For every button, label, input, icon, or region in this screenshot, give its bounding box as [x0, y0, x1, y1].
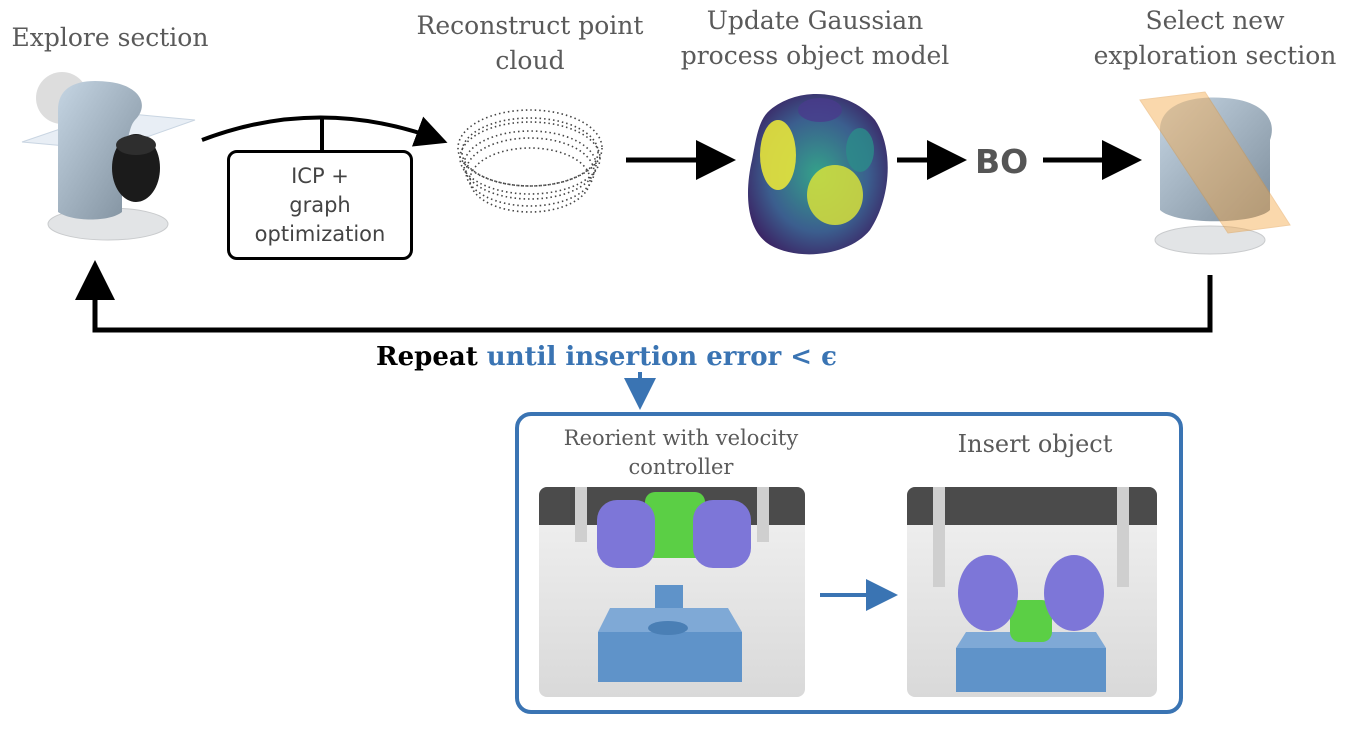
label-select-line2: exploration section [1093, 41, 1337, 70]
icp-line2: graph [289, 192, 351, 217]
label-reconstruct: Reconstruct point cloud [410, 8, 650, 78]
label-select-line1: Select new [1145, 6, 1285, 35]
icp-graph-optimization-box: ICP + graph optimization [227, 150, 413, 260]
label-update-gp-line2: process object model [680, 41, 950, 70]
gp-model-illustration [747, 93, 888, 255]
label-reconstruct-line1: Reconstruct point [416, 11, 644, 40]
label-update-gp: Update Gaussian process object model [680, 3, 950, 73]
label-insert-object: Insert object [957, 430, 1113, 458]
icp-line1: ICP + [291, 163, 349, 188]
label-explore-section: Explore section [11, 23, 209, 52]
insertion-panel [515, 412, 1183, 714]
label-repeat: Repeat [376, 342, 478, 372]
label-update-gp-line1: Update Gaussian [706, 6, 924, 35]
label-repeat-condition: until insertion error < ϵ [486, 342, 837, 372]
label-reconstruct-line2: cloud [495, 46, 565, 75]
label-reorient-line2: controller [628, 455, 734, 479]
label-repeat-loop: Repeat until insertion error < ϵ [376, 342, 837, 372]
explore-object-illustration [21, 72, 196, 241]
arrow-repeat-loop [75, 260, 1213, 333]
insert-sim-image [907, 487, 1157, 697]
arrow-explore-to-reconstruct [201, 115, 448, 147]
label-reorient: Reorient with velocity controller [540, 424, 822, 482]
select-object-illustration [1139, 91, 1291, 255]
label-select-section: Select new exploration section [1090, 3, 1340, 73]
label-reorient-line1: Reorient with velocity [563, 426, 799, 450]
reorient-sim-image [539, 487, 805, 697]
point-cloud-illustration [457, 109, 603, 213]
label-bo: BO [975, 142, 1029, 181]
icp-line3: optimization [254, 221, 386, 246]
